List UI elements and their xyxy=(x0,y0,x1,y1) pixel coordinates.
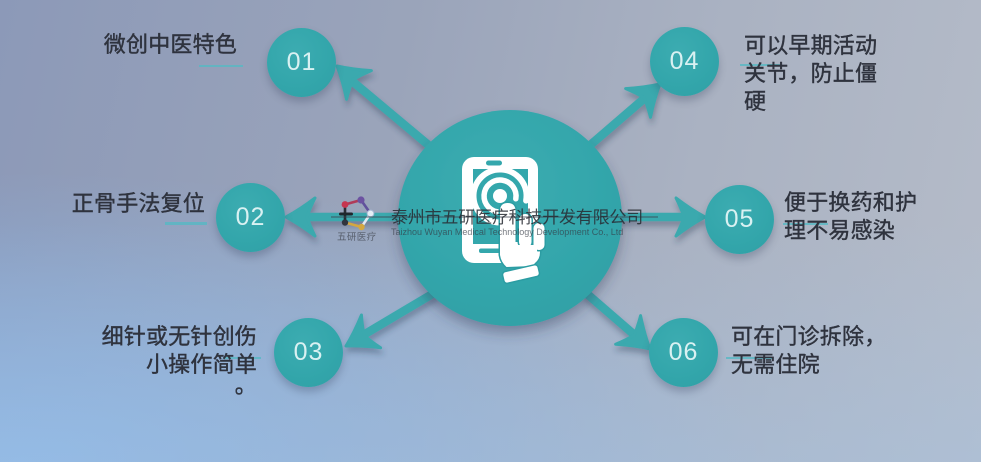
arrow-head xyxy=(674,196,707,238)
arrow-head xyxy=(284,196,317,238)
arrow-to-01 xyxy=(335,64,437,153)
label-02: 正骨手法复位 xyxy=(72,190,205,218)
arrow-to-06 xyxy=(581,288,652,351)
node-number: 06 xyxy=(668,338,699,366)
node-circle-04: 04 xyxy=(650,27,719,96)
label-01: 微创中医特色 xyxy=(104,31,237,59)
node-number: 01 xyxy=(286,48,317,76)
watermark-strike-line xyxy=(331,216,658,218)
label-line: 微创中医特色 xyxy=(103,32,237,57)
watermark-company-name-en: Taizhou Wuyan Medical Technology Develop… xyxy=(391,226,624,237)
node-number: 05 xyxy=(724,205,755,233)
label-line: 细针或无针创伤 xyxy=(101,324,257,349)
arrow-head xyxy=(344,313,383,350)
node-circle-02: 02 xyxy=(216,183,285,252)
arrow-shaft xyxy=(347,76,437,153)
spoke-arrows xyxy=(284,64,707,351)
node-circle-05: 05 xyxy=(705,185,774,254)
label-underline-02 xyxy=(165,222,207,225)
node-number: 02 xyxy=(235,203,266,231)
node-circle-06: 06 xyxy=(649,318,718,387)
label-line: 硬 xyxy=(744,89,767,114)
watermark-logo xyxy=(339,196,375,231)
touch-phone-icon xyxy=(462,157,546,285)
label-line: 。 xyxy=(234,373,257,398)
label-line: 小操作简单 xyxy=(145,352,257,377)
label-underline-01 xyxy=(199,64,243,67)
label-underline-06 xyxy=(726,356,773,359)
watermark-logo-caption: 五研医疗 xyxy=(337,232,377,243)
label-underline-04 xyxy=(740,63,780,66)
arrow-shaft xyxy=(355,288,439,342)
touch-ripple xyxy=(470,166,530,226)
arrow-shaft xyxy=(581,288,643,343)
tapping-hand xyxy=(498,201,546,285)
label-underline-03 xyxy=(223,356,261,359)
label-line: 正骨手法复位 xyxy=(71,191,205,216)
phone-speaker xyxy=(486,160,502,166)
arrow-head xyxy=(624,82,662,119)
label-line: 可以早期活动 xyxy=(744,33,878,58)
label-line: 便于换药和护 xyxy=(784,190,918,215)
wrist-cuff xyxy=(501,263,541,285)
watermark-company-name: 泰州市五研医疗科技开发有限公司 xyxy=(391,208,643,227)
label-line: 无需住院 xyxy=(731,352,820,377)
label-03: 细针或无针创伤 小操作简单 。 xyxy=(101,323,257,398)
arrow-shaft xyxy=(583,92,651,152)
node-number: 03 xyxy=(293,338,324,366)
arrow-to-03 xyxy=(344,288,439,350)
label-line: 理不易感染 xyxy=(784,218,896,243)
node-circle-01: 01 xyxy=(267,28,336,97)
arrow-head xyxy=(614,314,652,351)
label-line: 可在门诊拆除， xyxy=(731,324,887,349)
node-circle-03: 03 xyxy=(274,318,343,387)
node-number: 04 xyxy=(669,47,700,75)
label-04: 可以早期活动 关节，防止僵 硬 xyxy=(744,32,877,116)
arrow-to-04 xyxy=(583,82,662,152)
label-line: 关节，防止僵 xyxy=(744,61,878,86)
arrow-head xyxy=(335,64,373,101)
logo-tiny-text xyxy=(339,212,353,216)
label-05: 便于换药和护 理不易感染 xyxy=(784,189,917,245)
label-06: 可在门诊拆除， 无需住院 xyxy=(731,323,887,379)
label-underline-05 xyxy=(783,222,828,225)
